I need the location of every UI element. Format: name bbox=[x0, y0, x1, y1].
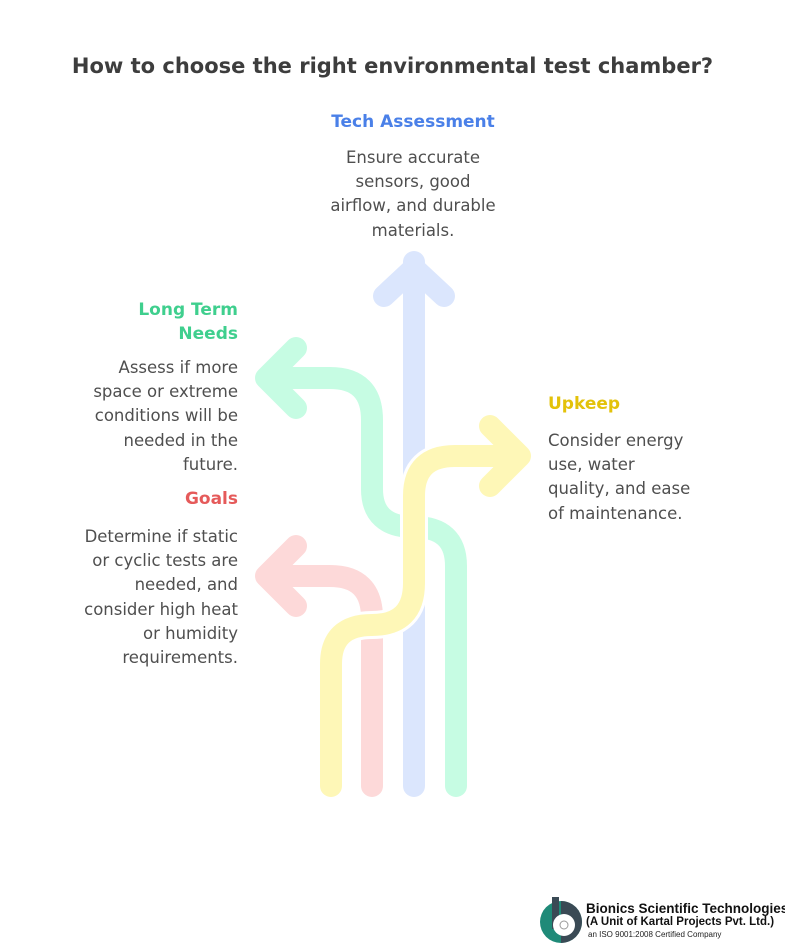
long-term-heading: Long Term Needs bbox=[38, 298, 238, 346]
text-line: airflow, and durable bbox=[330, 196, 496, 216]
heading-line: Long Term bbox=[138, 300, 238, 320]
text-line: conditions will be bbox=[94, 406, 238, 426]
text-line: materials. bbox=[371, 220, 455, 240]
text-line: sensors, good bbox=[355, 172, 471, 192]
text-line: future. bbox=[182, 454, 238, 474]
tech-heading: Tech Assessment bbox=[331, 112, 495, 132]
heading-line: Needs bbox=[178, 324, 238, 344]
text-line: or humidity bbox=[143, 623, 238, 643]
upkeep-heading: Upkeep bbox=[548, 394, 621, 414]
text-line: Assess if more bbox=[118, 358, 238, 377]
text-line: space or extreme bbox=[93, 382, 238, 402]
text-line: needed, and bbox=[134, 575, 238, 595]
page-title: How to choose the right environmental te… bbox=[71, 54, 714, 78]
text-line: Consider energy bbox=[548, 431, 684, 450]
text-line: quality, and ease bbox=[548, 479, 691, 499]
text-line: Determine if static bbox=[84, 527, 238, 546]
text-line: needed in the bbox=[123, 430, 238, 450]
upkeep-description: Consider energy use, water quality, and … bbox=[548, 429, 768, 526]
company-subtitle: (A Unit of Kartal Projects Pvt. Ltd.) bbox=[586, 916, 775, 928]
text-line: use, water bbox=[548, 455, 635, 475]
company-certification: an ISO 9001:2008 Certified Company bbox=[588, 930, 722, 939]
upkeep-arrow bbox=[317, 415, 532, 800]
logo-mark-icon bbox=[540, 897, 582, 943]
goals-heading: Goals bbox=[184, 489, 238, 509]
long-term-description: Assess if more space or extreme conditio… bbox=[18, 356, 238, 477]
text-line: requirements. bbox=[122, 648, 238, 668]
goals-description: Determine if static or cyclic tests are … bbox=[18, 525, 238, 670]
company-logo: Bionics Scientific Technologies (A Unit … bbox=[538, 895, 785, 945]
text-line: or cyclic tests are bbox=[92, 551, 238, 571]
text-line: Ensure accurate bbox=[346, 148, 480, 167]
text-line: of maintenance. bbox=[548, 503, 683, 523]
company-name: Bionics Scientific Technologies bbox=[586, 901, 785, 916]
tech-description: Ensure accurate sensors, good airflow, a… bbox=[263, 146, 563, 243]
text-line: consider high heat bbox=[84, 599, 238, 619]
